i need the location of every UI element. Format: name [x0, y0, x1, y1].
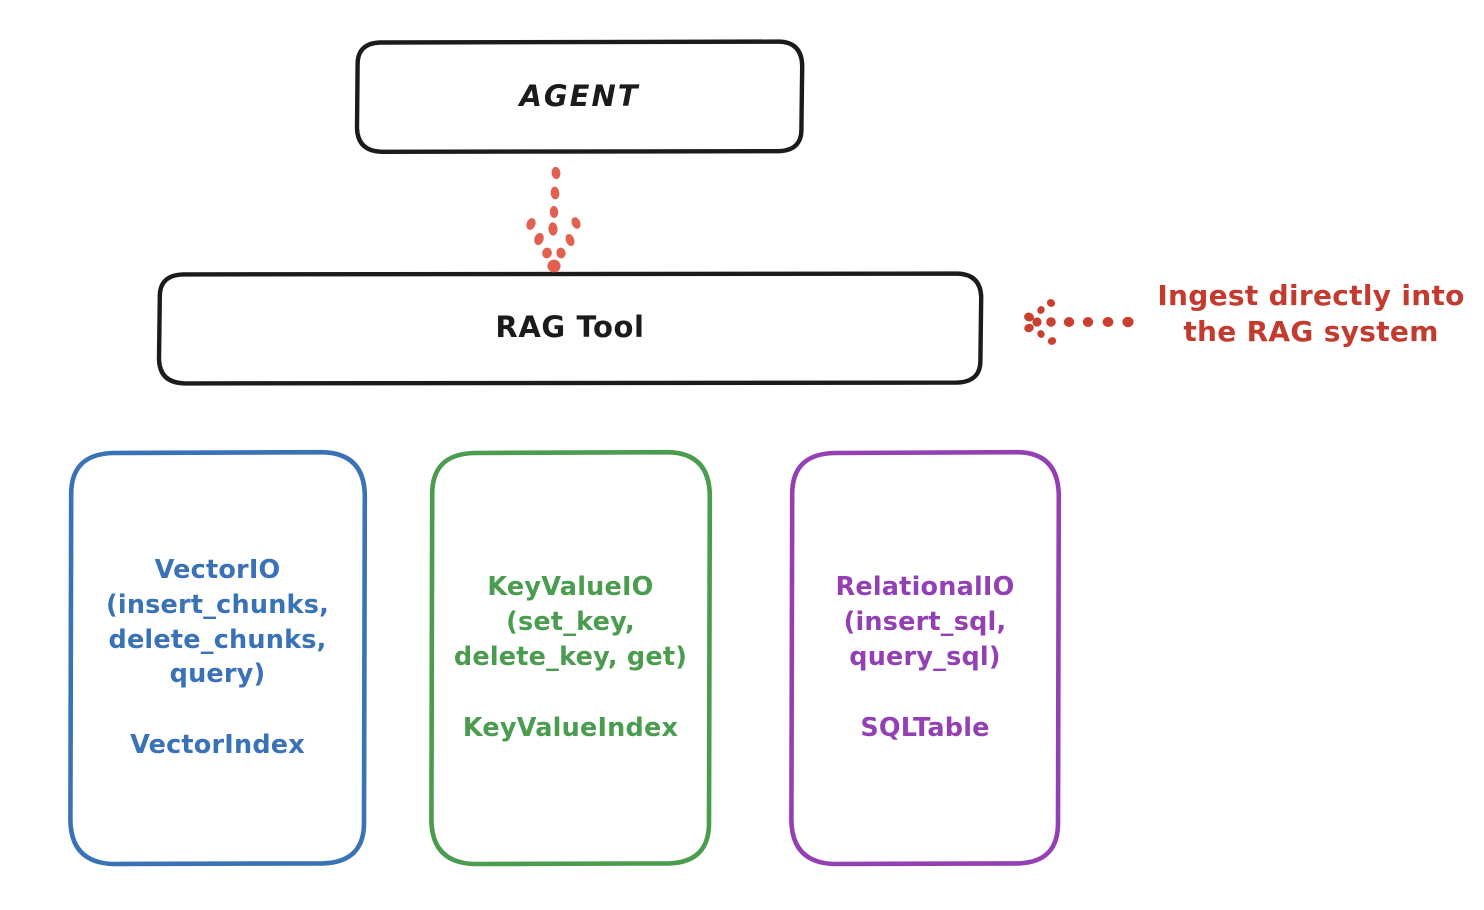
- node-rag-tool[interactable]: RAG Tool: [156, 271, 984, 386]
- node-key-value-io[interactable]: KeyValueIO (set_key, delete_key, get) Ke…: [429, 449, 713, 867]
- relational-io-index-label: SQLTable: [860, 712, 990, 743]
- agent-label: AGENT: [519, 78, 640, 113]
- vector-io-api-label: VectorIO (insert_chunks, delete_chunks, …: [106, 554, 329, 690]
- node-relational-io[interactable]: RelationalIO (insert_sql, query_sql) SQL…: [789, 449, 1062, 867]
- node-vector-io[interactable]: VectorIO (insert_chunks, delete_chunks, …: [68, 449, 368, 867]
- node-agent[interactable]: AGENT: [354, 39, 805, 154]
- key-value-io-api-label: KeyValueIO (set_key, delete_key, get): [453, 572, 688, 672]
- connector-agent-to-rag-tool: [526, 166, 581, 273]
- vector-io-index-label: VectorIndex: [130, 730, 305, 761]
- ingest-annotation-text: Ingest directly into the RAG system: [1157, 279, 1465, 349]
- rag-tool-label: RAG Tool: [495, 310, 645, 345]
- connector-annotation-to-rag-tool: [1024, 299, 1134, 345]
- relational-io-api-label: RelationalIO (insert_sql, query_sql): [835, 572, 1015, 672]
- key-value-io-index-label: KeyValueIndex: [462, 712, 679, 743]
